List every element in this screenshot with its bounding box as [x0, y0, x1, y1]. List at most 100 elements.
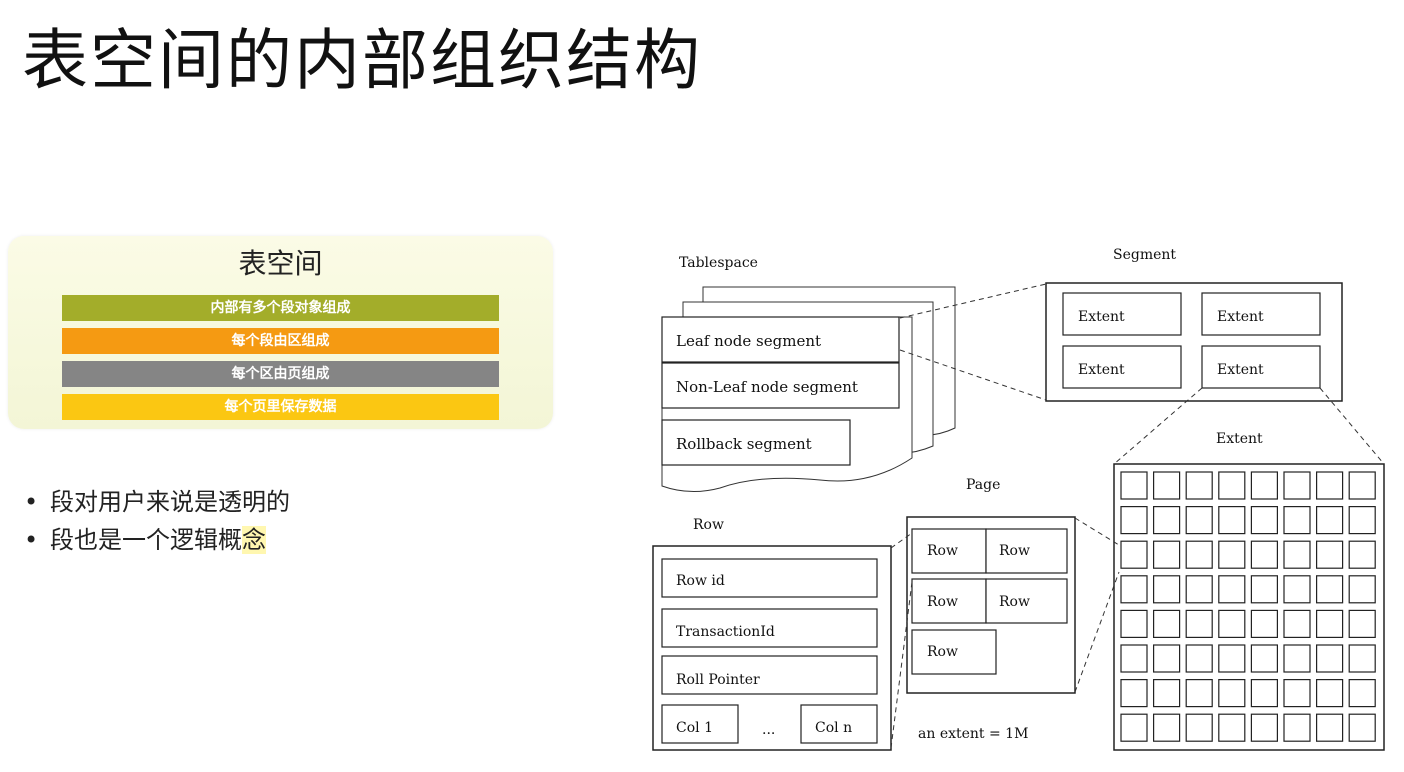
extent-page-cell — [1283, 506, 1311, 535]
extent-page-cell — [1120, 506, 1148, 535]
bullet-text: 段也是一个逻辑概 — [50, 526, 242, 554]
page-label: Page — [966, 477, 1000, 493]
extent-page-cell — [1315, 609, 1344, 639]
extent-page-cell — [1152, 678, 1181, 708]
row-id-label: Row id — [676, 573, 725, 589]
extent-page-cell — [1152, 713, 1181, 742]
extent-page-cell — [1315, 575, 1344, 604]
extent-page-cell — [1120, 609, 1148, 639]
col-last-label: Col n — [815, 720, 852, 736]
extent-page-cell — [1152, 540, 1181, 569]
page-row-label: Row — [999, 543, 1030, 559]
extent-page-cell — [1152, 609, 1181, 639]
extent-page-cell — [1283, 678, 1311, 708]
segment-extent-label: Extent — [1078, 362, 1125, 378]
extent-page-cell — [1348, 644, 1376, 673]
extent-page-cell — [1315, 540, 1344, 569]
extent-page-cell — [1348, 609, 1376, 639]
extent-page-cell — [1315, 471, 1344, 500]
extent-page-cell — [1250, 644, 1279, 673]
tablespace-label: Tablespace — [679, 255, 758, 271]
extent-size-note: an extent = 1M — [918, 726, 1028, 742]
non-leaf-node-segment-label: Non-Leaf node segment — [676, 378, 858, 396]
extent-page-cell — [1283, 644, 1311, 673]
segment-extent-box — [1062, 345, 1182, 389]
roll-pointer-field — [661, 655, 878, 695]
extent-page-cell — [1152, 471, 1181, 500]
extent-page-cell — [1348, 678, 1376, 708]
page-row-label: Row — [999, 594, 1030, 610]
bullet-item: • 段对用户来说是透明的 — [24, 486, 290, 518]
extent-page-cell — [1218, 609, 1246, 639]
page-bar: 每个区由页组成 — [62, 361, 499, 387]
extent-page-cell — [1315, 678, 1344, 708]
col-last-field — [800, 704, 878, 744]
page-row-label: Row — [927, 543, 958, 559]
segment-label: Segment — [1113, 247, 1176, 263]
extent-page-cell — [1185, 609, 1213, 639]
extent-page-cell — [1120, 678, 1148, 708]
page-row-box — [911, 578, 987, 624]
segment-extent-label: Extent — [1217, 309, 1264, 325]
segment-extent-box — [1201, 345, 1321, 389]
segment-extent-box — [1062, 292, 1182, 336]
transaction-id-label: TransactionId — [676, 624, 775, 640]
page-row-label: Row — [927, 644, 958, 660]
extent-page-cell — [1152, 506, 1181, 535]
rollback-segment-label: Rollback segment — [676, 435, 812, 453]
leaf-node-segment-box — [661, 316, 900, 363]
extent-page-cell — [1218, 644, 1246, 673]
bullet-text: 段对用户来说是透明的 — [50, 488, 290, 516]
roll-pointer-label: Roll Pointer — [676, 672, 760, 688]
transaction-id-field — [661, 608, 878, 648]
extent-page-cell — [1283, 540, 1311, 569]
col-first-label: Col 1 — [676, 720, 713, 736]
extent-page-cell — [1250, 713, 1279, 742]
bullet-item: •段也是一个逻辑概念 — [24, 524, 266, 556]
extent-page-cell — [1218, 713, 1246, 742]
extent-page-cell — [1218, 540, 1246, 569]
connector-line — [1074, 571, 1120, 693]
extent-page-cell — [1250, 575, 1279, 604]
page-row-box — [911, 528, 987, 574]
connector-line — [899, 349, 1047, 401]
extent-page-cell — [1315, 506, 1344, 535]
extent-page-cell — [1348, 575, 1376, 604]
extent-page-cell — [1250, 471, 1279, 500]
extent-page-cell — [1185, 678, 1213, 708]
extent-page-cell — [1218, 471, 1246, 500]
extent-page-cell — [1152, 644, 1181, 673]
extent-page-cell — [1283, 471, 1311, 500]
row-label: Row — [693, 517, 724, 533]
non-leaf-node-segment-box — [661, 362, 900, 409]
extent-page-cell — [1250, 506, 1279, 535]
rollback-segment-box — [661, 419, 851, 466]
extent-page-cell — [1250, 540, 1279, 569]
page-row-label: Row — [927, 594, 958, 610]
extent-page-cell — [1218, 678, 1246, 708]
page-row-box — [985, 578, 1068, 624]
extent-page-cell — [1250, 678, 1279, 708]
extent-page-cell — [1185, 506, 1213, 535]
extent-page-cell — [1348, 713, 1376, 742]
extent-page-cell — [1185, 644, 1213, 673]
extent-page-grid — [1120, 471, 1376, 742]
extent-page-cell — [1185, 471, 1213, 500]
extent-page-cell — [1315, 644, 1344, 673]
extent-bar: 每个段由区组成 — [62, 328, 499, 354]
segment-extent-label: Extent — [1217, 362, 1264, 378]
bullet-dot-icon: • — [24, 526, 39, 554]
extent-page-cell — [1348, 471, 1376, 500]
connector-line — [1319, 387, 1385, 465]
row-id-field — [661, 558, 878, 598]
extent-page-cell — [1152, 575, 1181, 604]
page-row-box — [985, 528, 1068, 574]
extent-page-cell — [1283, 713, 1311, 742]
extent-page-cell — [1283, 575, 1311, 604]
bullet-dot-icon: • — [24, 488, 39, 516]
extent-page-cell — [1120, 644, 1148, 673]
extent-page-cell — [1348, 540, 1376, 569]
page-title: 表空间的内部组织结构 — [22, 22, 702, 99]
segment-extent-box — [1201, 292, 1321, 336]
